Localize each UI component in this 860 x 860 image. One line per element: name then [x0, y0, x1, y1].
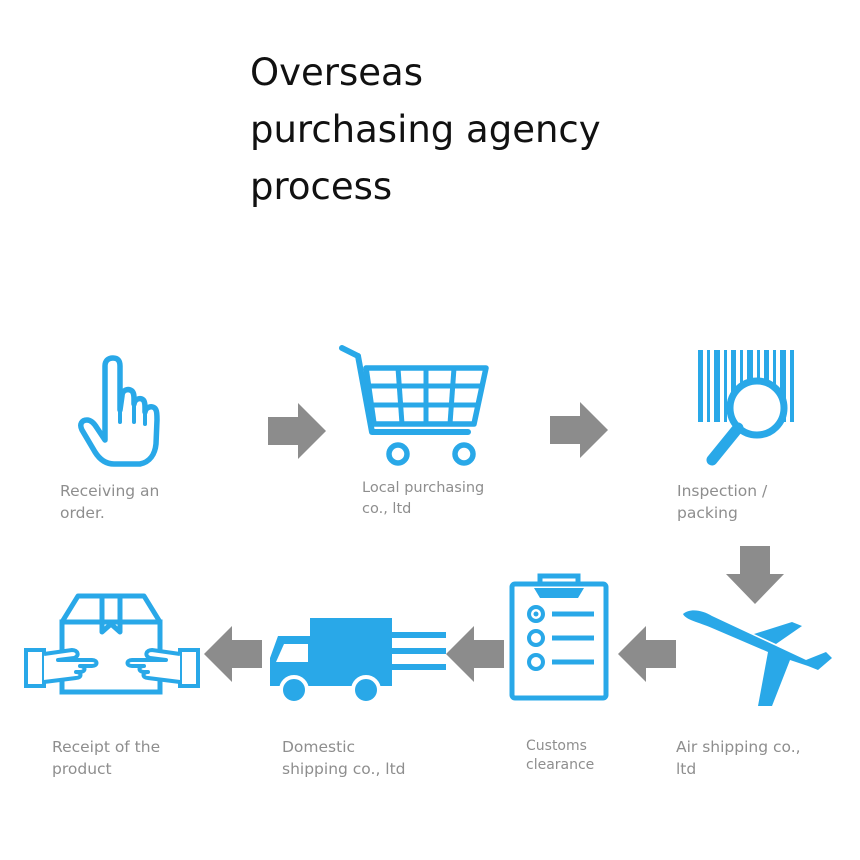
arrow-left-icon — [618, 626, 676, 682]
title-line-3: process — [250, 165, 393, 208]
arrow-left-icon — [204, 626, 262, 682]
arrow-right-icon — [550, 402, 608, 458]
arrow-down-icon — [726, 546, 784, 604]
package-in-hands-icon — [24, 593, 200, 695]
arrow-left-icon — [446, 626, 504, 682]
step-label-inspection-packing: Inspection / packing — [677, 482, 768, 522]
step-label-air-shipping: Air shipping co., ltd — [676, 738, 801, 778]
airplane-icon — [683, 610, 832, 706]
barcode-magnifier-icon — [698, 350, 794, 466]
title-line-1: Overseas — [250, 51, 423, 94]
step-label-local-purchasing: Local purchasing co., ltd — [362, 480, 485, 517]
diagram-title: Overseas purchasing agency process — [250, 44, 630, 215]
arrow-right-icon — [268, 403, 326, 459]
step-label-domestic-shipping: Domestic shipping co., ltd — [282, 738, 406, 778]
step-label-receiving-order: Receiving an order. — [60, 482, 160, 522]
pointing-hand-icon — [78, 355, 160, 467]
step-label-receipt-product: Receipt of the product — [52, 738, 161, 778]
step-label-customs-clearance: Customs clearance — [526, 738, 595, 773]
clipboard-checklist-icon — [509, 573, 609, 701]
title-line-2: purchasing agency — [250, 108, 601, 151]
shopping-cart-icon — [339, 345, 489, 466]
delivery-truck-icon — [270, 618, 446, 704]
